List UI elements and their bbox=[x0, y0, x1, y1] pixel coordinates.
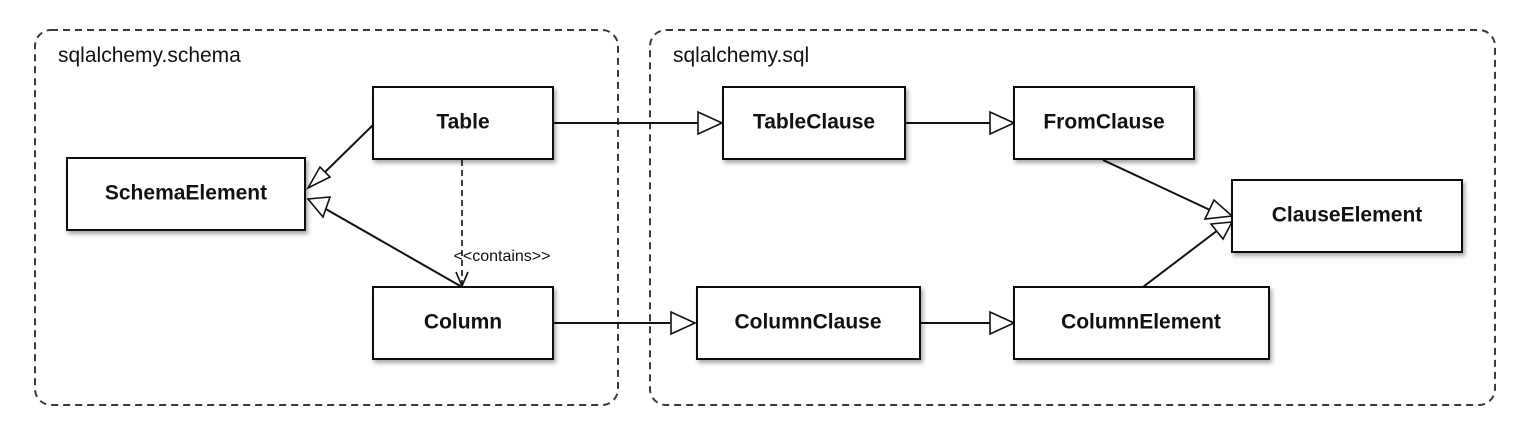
package-sqlalchemy-schema: sqlalchemy.schema bbox=[34, 29, 619, 406]
package-label-schema: sqlalchemy.schema bbox=[58, 44, 241, 67]
package-frame-sql bbox=[649, 29, 1496, 406]
generalization-arrowhead bbox=[697, 110, 724, 136]
class-name: FromClause bbox=[1043, 111, 1164, 134]
class-box[interactable] bbox=[1013, 286, 1270, 360]
class-box[interactable] bbox=[696, 286, 921, 360]
edge-columnelement-to-clauseelement bbox=[1142, 229, 1219, 288]
class-clause-element[interactable]: ClauseElement bbox=[1231, 179, 1463, 253]
class-schema-element[interactable]: SchemaElement bbox=[66, 157, 306, 231]
class-table[interactable]: Table bbox=[372, 86, 554, 160]
class-box[interactable] bbox=[372, 86, 554, 160]
class-box[interactable] bbox=[1231, 179, 1463, 253]
generalization-arrowhead bbox=[306, 196, 332, 219]
class-name: TableClause bbox=[753, 111, 875, 134]
class-box[interactable] bbox=[372, 286, 554, 360]
generalization-arrowhead bbox=[670, 310, 697, 336]
generalization-arrowhead bbox=[1209, 221, 1234, 241]
edge-column-to-schemaelement bbox=[323, 207, 463, 288]
class-from-clause[interactable]: FromClause bbox=[1013, 86, 1195, 160]
class-name: SchemaElement bbox=[105, 182, 267, 205]
package-sqlalchemy-sql: sqlalchemy.sql bbox=[649, 29, 1496, 406]
class-name: Table bbox=[436, 111, 489, 134]
generalization-arrowhead bbox=[305, 165, 332, 190]
class-name: ClauseElement bbox=[1272, 204, 1423, 227]
class-name: ColumnElement bbox=[1061, 311, 1221, 334]
edge-table-to-schemaelement bbox=[319, 124, 374, 178]
contains-stereotype-label: <<contains>> bbox=[454, 248, 551, 265]
relationship-edges bbox=[319, 122, 1219, 324]
class-table-clause[interactable]: TableClause bbox=[722, 86, 906, 160]
generalization-arrowhead bbox=[989, 310, 1016, 336]
generalization-arrowhead bbox=[989, 110, 1016, 136]
generalization-arrowhead bbox=[1203, 198, 1234, 220]
package-frame-schema bbox=[34, 29, 619, 406]
class-column-clause[interactable]: ColumnClause bbox=[696, 286, 921, 360]
class-name: ColumnClause bbox=[734, 311, 881, 334]
class-box[interactable] bbox=[66, 157, 306, 231]
class-column-element[interactable]: ColumnElement bbox=[1013, 286, 1270, 360]
class-name: Column bbox=[424, 311, 502, 334]
edge-fromclause-to-clauseelement bbox=[1102, 159, 1211, 211]
class-column[interactable]: Column bbox=[372, 286, 554, 360]
package-label-sql: sqlalchemy.sql bbox=[673, 44, 809, 67]
class-box[interactable] bbox=[1013, 86, 1195, 160]
relationship-arrowheads bbox=[305, 110, 1234, 336]
class-box[interactable] bbox=[722, 86, 906, 160]
